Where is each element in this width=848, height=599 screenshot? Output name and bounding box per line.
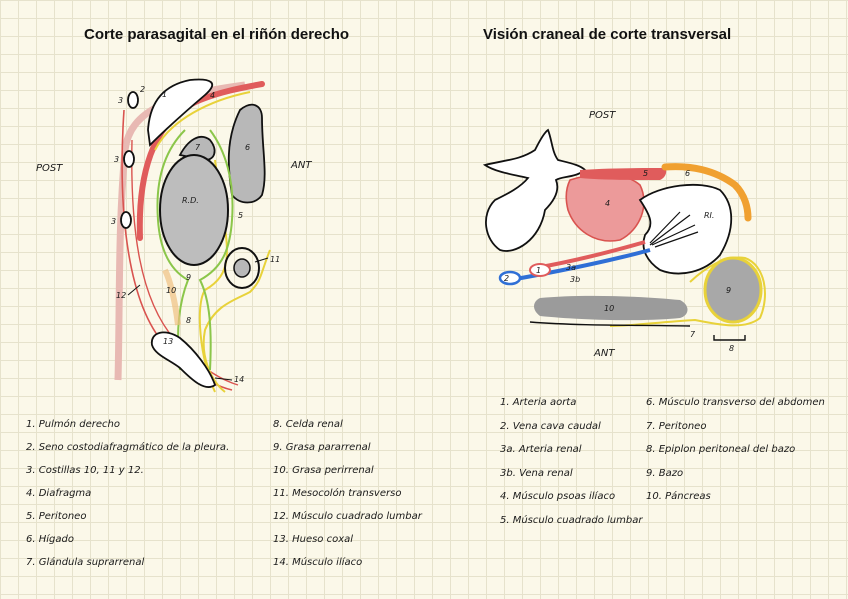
legend-item: 11. Mesocolón transverso — [273, 488, 402, 499]
legend-item: 7. Glándula suprarrenal — [26, 557, 145, 568]
rnum-5: 5 — [643, 169, 648, 178]
num-10: 10 — [166, 286, 176, 295]
num-7: 7 — [195, 143, 201, 152]
mesocolon-inner — [233, 258, 251, 278]
legend-item: 13. Hueso coxal — [273, 534, 354, 545]
legend-item: 2. Seno costodiafragmático de la pleura. — [26, 442, 230, 453]
transverse-muscle — [661, 163, 752, 222]
mesocolon-outer — [224, 247, 260, 289]
rib-12 — [120, 211, 132, 229]
renal-vein — [509, 248, 651, 282]
num-13: 13 — [163, 337, 173, 346]
rnum-1: 1 — [536, 266, 541, 275]
peritoneum-line — [529, 321, 691, 327]
legend-item: 7. Peritoneo — [646, 420, 707, 432]
legend-item: 4. Músculo psoas ilíaco — [500, 491, 616, 502]
num-8: 8 — [186, 316, 191, 325]
legend-item: 1. Pulmón derecho — [26, 419, 120, 430]
rnum-8: 8 — [729, 344, 734, 353]
legend-item: 14. Músculo ilíaco — [273, 557, 363, 568]
label-ant-left: ANT — [291, 160, 312, 171]
peritoneum-yellow-2 — [202, 249, 271, 393]
num-1: 1 — [162, 90, 167, 99]
num-14: 14 — [234, 375, 244, 384]
legend-item: 8. Celda renal — [273, 419, 343, 430]
rib-10 — [127, 91, 139, 109]
label-post-right: POST — [589, 110, 616, 121]
rib-11 — [123, 150, 135, 168]
legend-item: 9. Grasa pararrenal — [273, 442, 371, 453]
kidney-right — [159, 154, 229, 266]
legend-item: 3. Costillas 10, 11 y 12. — [26, 465, 144, 476]
num-6: 6 — [245, 143, 250, 152]
legend-right-col2: 6. Músculo transverso del abdomen 7. Per… — [646, 391, 825, 509]
leader-11 — [254, 257, 269, 263]
rnum-10: 10 — [604, 304, 614, 313]
legend-left-col2: 8. Celda renal 9. Grasa pararrenal 10. G… — [273, 413, 422, 574]
num-9: 9 — [186, 273, 191, 282]
muscle-red-thin-2 — [131, 139, 239, 386]
aorta — [529, 263, 551, 277]
legend-item: 8. Epiplon peritoneal del bazo — [646, 444, 796, 455]
num-2: 2 — [140, 85, 145, 94]
legend-item: 5. Músculo cuadrado lumbar — [500, 514, 643, 526]
rnum-kidney: RI. — [704, 211, 714, 220]
legend-item: 5. Peritoneo — [26, 511, 87, 522]
lung-shape — [147, 78, 214, 147]
num-5: 5 — [238, 211, 243, 220]
label-post-left: POST — [36, 163, 63, 174]
adrenal-gland — [178, 135, 216, 161]
title-right: Visión craneal de corte transversal — [483, 26, 732, 43]
rnum-3b: 3b — [570, 275, 580, 284]
rnum-3a: 3a — [566, 263, 576, 272]
num-4: 4 — [210, 91, 215, 100]
title-left: Corte parasagital en el riñón derecho — [84, 26, 350, 43]
quadratus-muscle — [580, 168, 667, 180]
perirenal-fat — [162, 268, 181, 326]
coxal-bone — [151, 331, 217, 388]
legend-item: 2. Vena cava caudal — [500, 420, 601, 432]
rnum-4: 4 — [605, 199, 610, 208]
rnum-9: 9 — [726, 286, 731, 295]
legend-item: 6. Músculo transverso del abdomen — [646, 397, 825, 408]
legend-item: 3a. Arteria renal — [500, 444, 582, 455]
rnum-7: 7 — [690, 330, 696, 339]
num-11: 11 — [270, 255, 280, 264]
leader-14 — [214, 377, 233, 381]
legend-item: 10. Grasa perirrenal — [273, 465, 374, 476]
legend-left-col1: 1. Pulmón derecho 2. Seno costodiafragmá… — [26, 413, 229, 574]
legend-item: 6. Hígado — [26, 534, 74, 545]
vena-cava — [498, 270, 522, 286]
legend-item: 1. Arteria aorta — [500, 397, 577, 408]
renal-hilum — [649, 211, 699, 248]
rnum-2: 2 — [504, 274, 509, 283]
pancreas — [534, 295, 688, 321]
spleen — [703, 256, 763, 324]
legend-item: 4. Diafragma — [26, 488, 92, 499]
legend-right-col1: 1. Arteria aorta 2. Vena cava caudal 3a.… — [500, 391, 642, 532]
num-3c: 3 — [111, 217, 116, 226]
leader-12 — [127, 284, 141, 296]
num-3b: 3 — [114, 155, 119, 164]
num-kidney: R.D. — [182, 196, 199, 205]
legend-item: 12. Músculo cuadrado lumbar — [273, 511, 422, 522]
legend-item: 3b. Vena renal — [500, 467, 573, 479]
rnum-6: 6 — [685, 169, 690, 178]
vertebra — [482, 128, 587, 252]
label-ant-right: ANT — [594, 348, 615, 359]
num-3a: 3 — [118, 96, 123, 105]
num-12: 12 — [116, 291, 126, 300]
liver-shape — [227, 103, 266, 204]
epiplon-bracket — [713, 335, 746, 341]
legend-item: 10. Páncreas — [646, 491, 711, 502]
legend-item: 9. Bazo — [646, 467, 684, 479]
